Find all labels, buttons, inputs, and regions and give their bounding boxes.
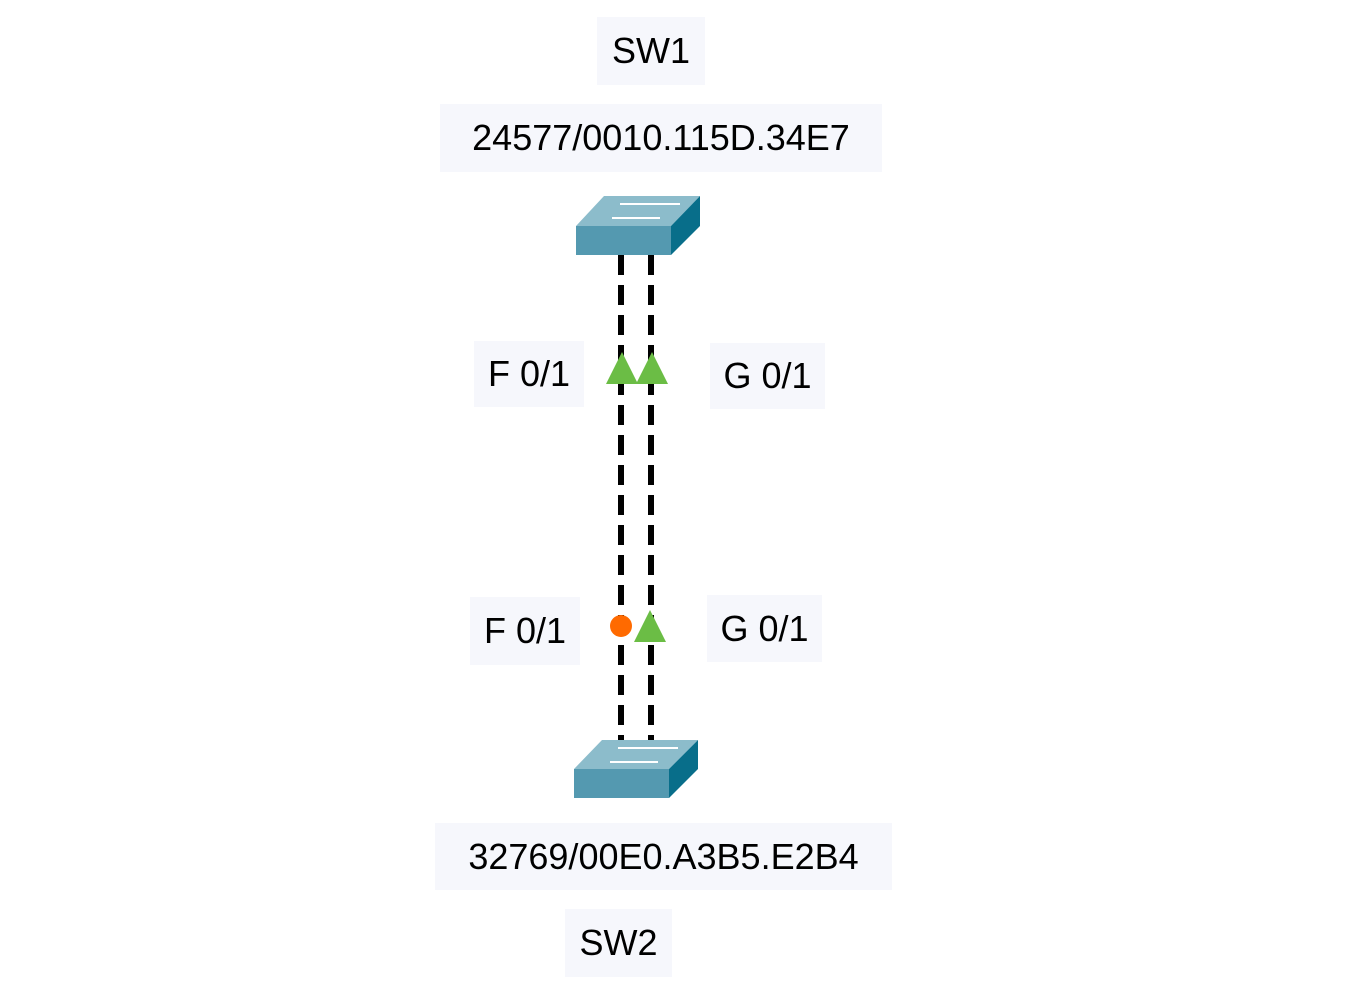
sw1-name-label: SW1: [597, 17, 705, 85]
sw2-name-label: SW2: [565, 909, 672, 977]
sw2-gi01-forwarding-triangle-icon: [634, 610, 666, 642]
sw1-switch-icon[interactable]: [576, 196, 700, 255]
sw1-gi01-port-label: G 0/1: [710, 343, 825, 409]
sw2-gi01-port-label: G 0/1: [707, 595, 822, 662]
sw1-fa01-forwarding-triangle-icon: [606, 352, 638, 384]
sw2-fa01-blocking-dot-icon: [610, 615, 632, 637]
sw1-fa01-port-label: F 0/1: [474, 341, 584, 407]
sw2-switch-icon[interactable]: [574, 740, 698, 798]
sw1-bridge-id-label: 24577/0010.115D.34E7: [440, 104, 882, 172]
sw1-gi01-forwarding-triangle-icon: [636, 352, 668, 384]
sw2-fa01-port-label: F 0/1: [470, 597, 580, 665]
sw2-bridge-id-label: 32769/00E0.A3B5.E2B4: [435, 823, 892, 890]
